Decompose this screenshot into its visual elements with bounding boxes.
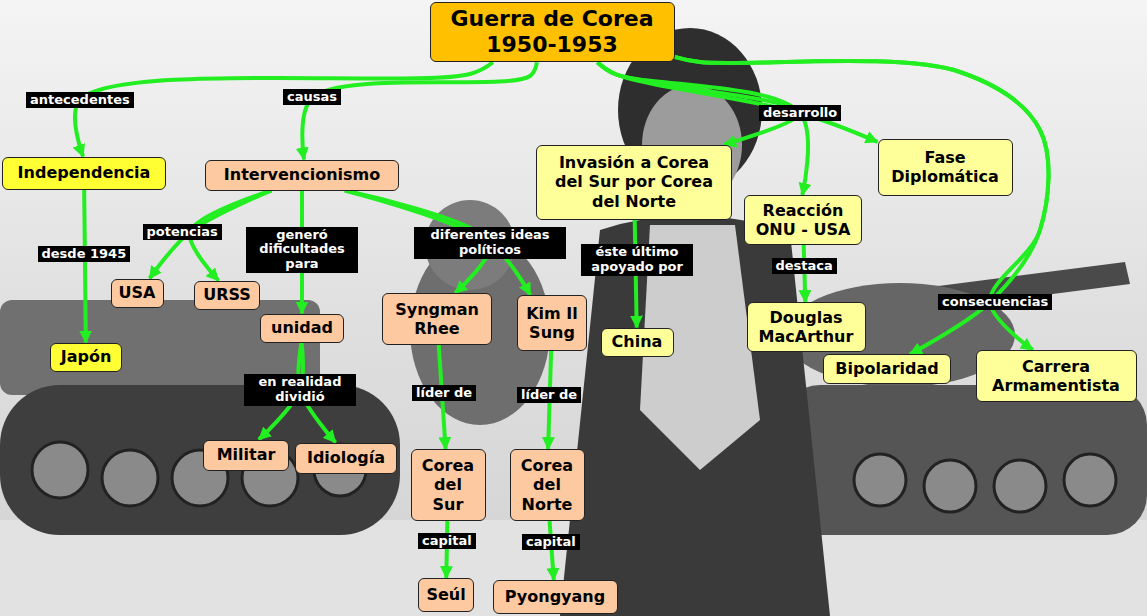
link-label: causas (283, 89, 341, 106)
node-text: Kim Il Sung (524, 304, 580, 342)
connector-arrow (550, 521, 554, 580)
node-text: Intervencionismo (212, 165, 392, 184)
node-text: Invasión a Corea del Sur por Corea del N… (543, 153, 725, 211)
node-text: Idiología (302, 448, 390, 467)
link-label: consecuencias (938, 294, 1052, 311)
link-label: antecedentes (26, 92, 134, 109)
node-text: Japón (57, 347, 115, 366)
connector-arrow (597, 62, 877, 142)
concept-box: Corea del Norte (510, 449, 585, 521)
node-text: Reacción ONU - USA (751, 201, 855, 239)
concept-box: USA (111, 279, 164, 308)
title-box: Guerra de Corea 1950-1953 (430, 2, 675, 63)
tank-left (0, 300, 400, 535)
concept-box: Syngman Rhee (382, 293, 492, 345)
concept-box: Idiología (295, 443, 397, 474)
concept-box: Douglas MacArthur (747, 302, 866, 352)
node-text: unidad (267, 318, 337, 337)
node-text: Corea del Norte (517, 456, 578, 514)
concept-box: Japón (50, 343, 122, 372)
link-label: capital (418, 533, 476, 550)
link-label: líder de (412, 385, 476, 402)
link-label: en realidad dividió (244, 374, 356, 406)
node-text: Guerra de Corea 1950-1953 (437, 6, 668, 59)
concept-box: Invasión a Corea del Sur por Corea del N… (536, 145, 732, 220)
concept-box: China (601, 328, 674, 357)
node-text: URSS (201, 285, 253, 304)
concept-box: Seúl (418, 578, 474, 612)
node-text: Douglas MacArthur (754, 308, 859, 346)
link-label: éste último apoyado por (581, 244, 693, 276)
concept-box: Corea del Sur (411, 449, 486, 521)
concept-box: Pyongyang (493, 580, 618, 614)
link-label: diferentes ideas políticos (414, 227, 566, 259)
node-text: Syngman Rhee (389, 300, 485, 338)
concept-box: Fase Diplomática (878, 139, 1013, 196)
concept-box: Reacción ONU - USA (744, 195, 862, 245)
link-label: generó dificultades para (246, 227, 358, 274)
concept-box: Carrera Armamentista (976, 350, 1137, 402)
connector-arrow (446, 521, 447, 578)
concept-box: Militar (203, 440, 289, 471)
node-text: Bipolaridad (830, 359, 944, 378)
link-label: líder de (517, 387, 581, 404)
link-label: potencias (143, 224, 222, 241)
node-text: Pyongyang (500, 587, 611, 606)
node-text: Carrera Armamentista (983, 357, 1130, 395)
node-text: Seúl (425, 585, 467, 604)
concept-box: Bipolaridad (823, 354, 951, 384)
concept-box: URSS (194, 281, 260, 310)
concept-box: unidad (260, 314, 344, 343)
connector-arrow (597, 62, 800, 144)
node-text: Militar (210, 445, 282, 464)
link-label: desde 1945 (38, 246, 131, 263)
concept-box: Kim Il Sung (517, 295, 587, 351)
concept-box: Independencia (2, 157, 166, 190)
concept-box: Intervencionismo (205, 160, 399, 191)
link-label: destaca (772, 258, 837, 275)
link-label: capital (522, 534, 580, 551)
node-text: China (608, 332, 667, 351)
node-text: Corea del Sur (418, 456, 479, 514)
connector-arrow (84, 190, 86, 343)
node-text: Independencia (9, 163, 159, 182)
link-label: desarrollo (759, 105, 841, 122)
connector-arrow (302, 62, 537, 159)
connector-arrow (75, 62, 493, 156)
node-text: Fase Diplomática (885, 148, 1006, 186)
node-text: USA (118, 283, 157, 302)
